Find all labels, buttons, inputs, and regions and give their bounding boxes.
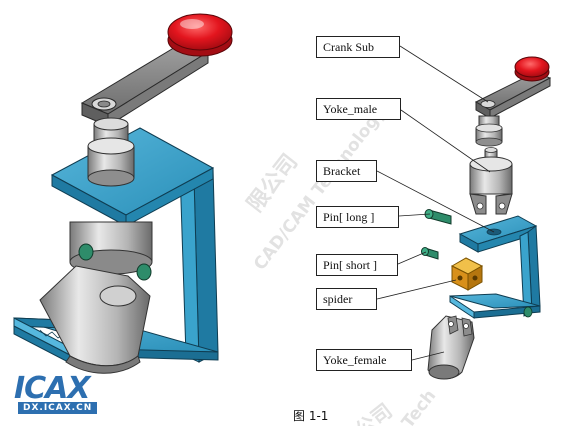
- callout-yoke-male: Yoke_male: [316, 98, 401, 120]
- callout-pin-short: Pin[ short ]: [316, 254, 398, 276]
- assembled-knob: [167, 13, 233, 57]
- exploded-yoke-female: [427, 315, 475, 380]
- callout-pin-long: Pin[ long ]: [316, 206, 399, 228]
- leader-crank-sub: [399, 45, 489, 103]
- callout-yoke-female: Yoke_female: [316, 349, 412, 371]
- figure-caption: 图 1-1: [293, 409, 329, 423]
- assembled-shaft: [87, 117, 135, 187]
- leader-pin-short: [397, 251, 427, 265]
- exploded-pin-long: [424, 209, 452, 225]
- callout-bracket: Bracket: [316, 160, 377, 182]
- assembled-joint: [39, 221, 153, 374]
- leader-lines: [376, 45, 495, 361]
- leader-yoke-female: [411, 351, 445, 361]
- leader-bracket: [376, 170, 495, 233]
- leader-yoke-male: [400, 109, 491, 173]
- exploded-view: [421, 56, 552, 380]
- callout-spider: spider: [316, 288, 377, 310]
- leader-spider: [376, 279, 457, 300]
- exploded-crank: [474, 56, 552, 147]
- assembled-view: [13, 13, 233, 374]
- exploded-spider: [450, 257, 484, 291]
- exploded-bracket: [449, 215, 541, 319]
- leader-pin-long: [398, 213, 431, 217]
- icax-logo-url: DX.ICAX.CN: [18, 402, 98, 414]
- assembled-crank: [80, 42, 210, 127]
- exploded-yoke-male: [469, 147, 513, 215]
- icax-logo: ICAX: [14, 371, 91, 406]
- callout-crank-sub: Crank Sub: [316, 36, 400, 58]
